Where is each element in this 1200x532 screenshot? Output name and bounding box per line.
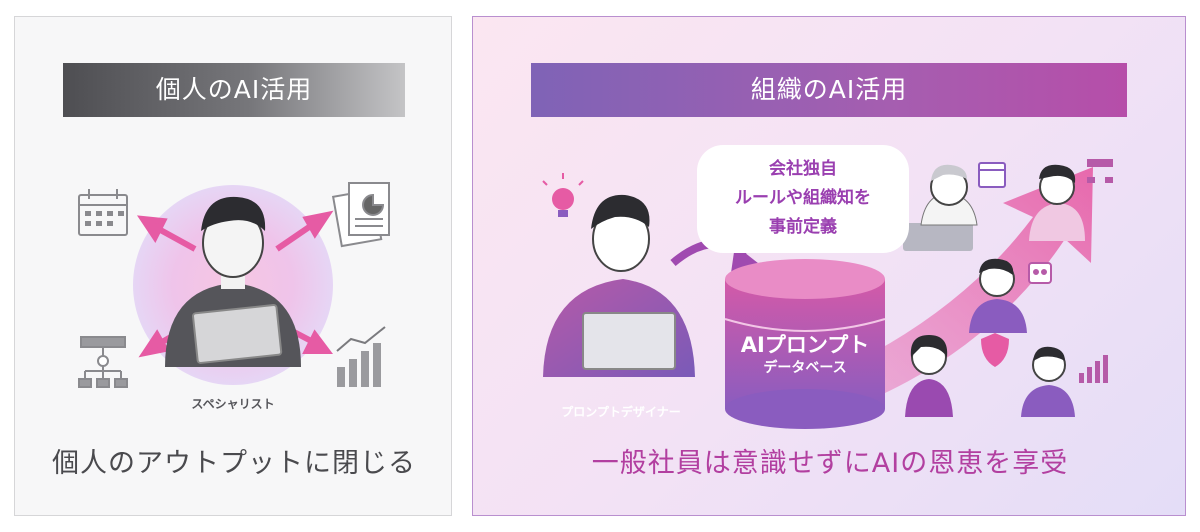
knowledge-bubble: 会社独自 ルールや組織知を 事前定義: [697, 145, 909, 253]
org-chart-icon: [78, 336, 128, 388]
org-chart-icon: [1087, 159, 1113, 183]
calendar-icon: [78, 189, 128, 236]
organization-ai-panel: 組織のAI活用: [472, 16, 1186, 516]
personal-illustration: [78, 182, 390, 388]
employee-woman-bottom: [905, 335, 953, 417]
database-cylinder: [724, 259, 886, 429]
prompt-designer-person: [543, 194, 695, 377]
document-chart-icon: [331, 182, 390, 248]
database-subtitle: データベース: [763, 360, 847, 376]
personal-caption: 個人のアウトプットに閉じる: [52, 448, 416, 479]
bar-chart-icon: [336, 326, 386, 387]
lightbulb-icon: [542, 173, 584, 217]
bubble-line-1: 会社独自: [769, 159, 837, 179]
bar-chart-icon: [1079, 355, 1108, 383]
employee-man-pointing: [969, 258, 1027, 333]
organization-caption: 一般社員は意識せずにAIの恩恵を享受: [591, 448, 1069, 479]
employee-laptop: [903, 164, 978, 251]
organization-panel-header: 組織のAI活用: [531, 63, 1127, 117]
bubble-line-2: ルールや組織知を: [735, 188, 871, 208]
database-title: AIプロンプト: [740, 333, 870, 357]
bubble-line-3: 事前定義: [769, 217, 837, 237]
calendar-icon: [978, 162, 1006, 188]
personal-panel-header: 個人のAI活用: [63, 63, 405, 117]
specialist-label: スペシャリスト: [191, 397, 275, 411]
robot-icon: [1028, 262, 1052, 284]
organization-illustration: [542, 159, 1113, 429]
shield-icon: [981, 333, 1009, 367]
employee-man-bottom: [1021, 346, 1075, 417]
employee-woman: [1029, 164, 1085, 241]
prompt-designer-label: プロンプトデザイナー: [561, 405, 681, 419]
personal-ai-panel: 個人のAI活用: [14, 16, 452, 516]
specialist-person: [165, 196, 301, 367]
